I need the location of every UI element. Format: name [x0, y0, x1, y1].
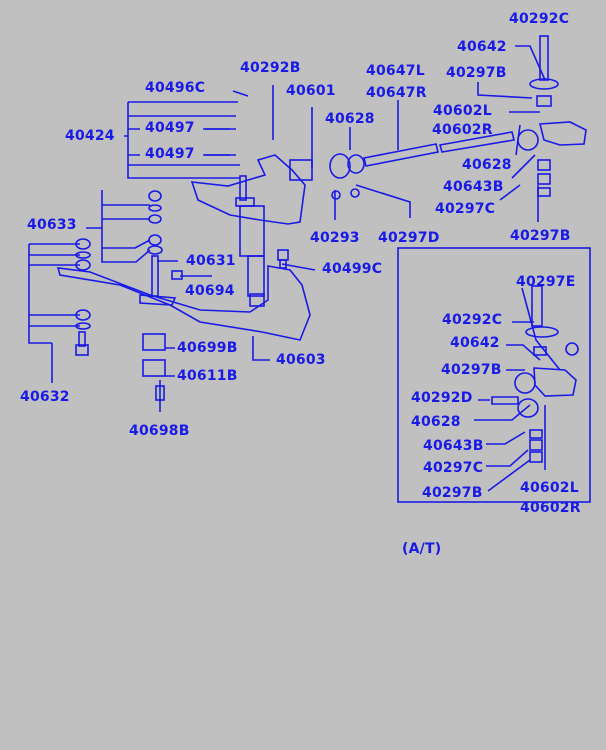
part-label-40497[interactable]: 40497 [145, 120, 195, 136]
knuckle-and-lower-arm [56, 154, 311, 341]
part-label-40633[interactable]: 40633 [27, 217, 77, 233]
at-label-40297b[interactable]: 40297B [422, 485, 483, 501]
part-label-40602r[interactable]: 40602R [432, 122, 493, 138]
at-label-40292c[interactable]: 40292C [442, 312, 503, 328]
at-label-40602l[interactable]: 40602L [520, 480, 579, 496]
part-label-40647r[interactable]: 40647R [366, 85, 427, 101]
part-label-40497[interactable]: 40497 [145, 146, 195, 162]
part-label-40698b[interactable]: 40698B [129, 423, 190, 439]
at-label-40297b[interactable]: 40297B [441, 362, 502, 378]
part-label-40297b[interactable]: 40297B [510, 228, 571, 244]
part-label-40602l[interactable]: 40602L [433, 103, 492, 119]
at-label-40602r[interactable]: 40602R [520, 500, 581, 516]
at-label-40297e[interactable]: 40297E [516, 274, 576, 290]
part-label-40632[interactable]: 40632 [20, 389, 70, 405]
at-inset-caption: (A/T) [402, 541, 442, 557]
part-label-40628[interactable]: 40628 [462, 157, 512, 173]
part-label-40631[interactable]: 40631 [186, 253, 236, 269]
part-label-40699b[interactable]: 40699B [177, 340, 238, 356]
part-label-40292b[interactable]: 40292B [240, 60, 301, 76]
part-label-40496c[interactable]: 40496C [145, 80, 206, 96]
part-label-40647l[interactable]: 40647L [366, 63, 425, 79]
at-inset-parts [491, 285, 579, 463]
part-label-40292c[interactable]: 40292C [509, 11, 570, 27]
at-label-40297c[interactable]: 40297C [423, 460, 484, 476]
at-label-40643b[interactable]: 40643B [423, 438, 484, 454]
at-label-40292d[interactable]: 40292D [411, 390, 473, 406]
leader-lines [28, 45, 591, 503]
part-label-40297c[interactable]: 40297C [435, 201, 496, 217]
part-label-40603[interactable]: 40603 [276, 352, 326, 368]
part-label-40601[interactable]: 40601 [286, 83, 336, 99]
at-label-40642[interactable]: 40642 [450, 335, 500, 351]
part-label-40424[interactable]: 40424 [65, 128, 115, 144]
part-label-40642[interactable]: 40642 [457, 39, 507, 55]
part-label-40694[interactable]: 40694 [185, 283, 235, 299]
part-label-40611b[interactable]: 40611B [177, 368, 238, 384]
part-label-40643b[interactable]: 40643B [443, 179, 504, 195]
part-label-40499c[interactable]: 40499C [322, 261, 383, 277]
part-label-40293[interactable]: 40293 [310, 230, 360, 246]
stabilizer-link-parts [75, 190, 289, 401]
tie-rod-assembly [289, 35, 587, 200]
part-label-40628[interactable]: 40628 [325, 111, 375, 127]
at-label-40628[interactable]: 40628 [411, 414, 461, 430]
part-label-40297b[interactable]: 40297B [446, 65, 507, 81]
part-label-40297d[interactable]: 40297D [378, 230, 440, 246]
strut-assembly [235, 175, 265, 307]
